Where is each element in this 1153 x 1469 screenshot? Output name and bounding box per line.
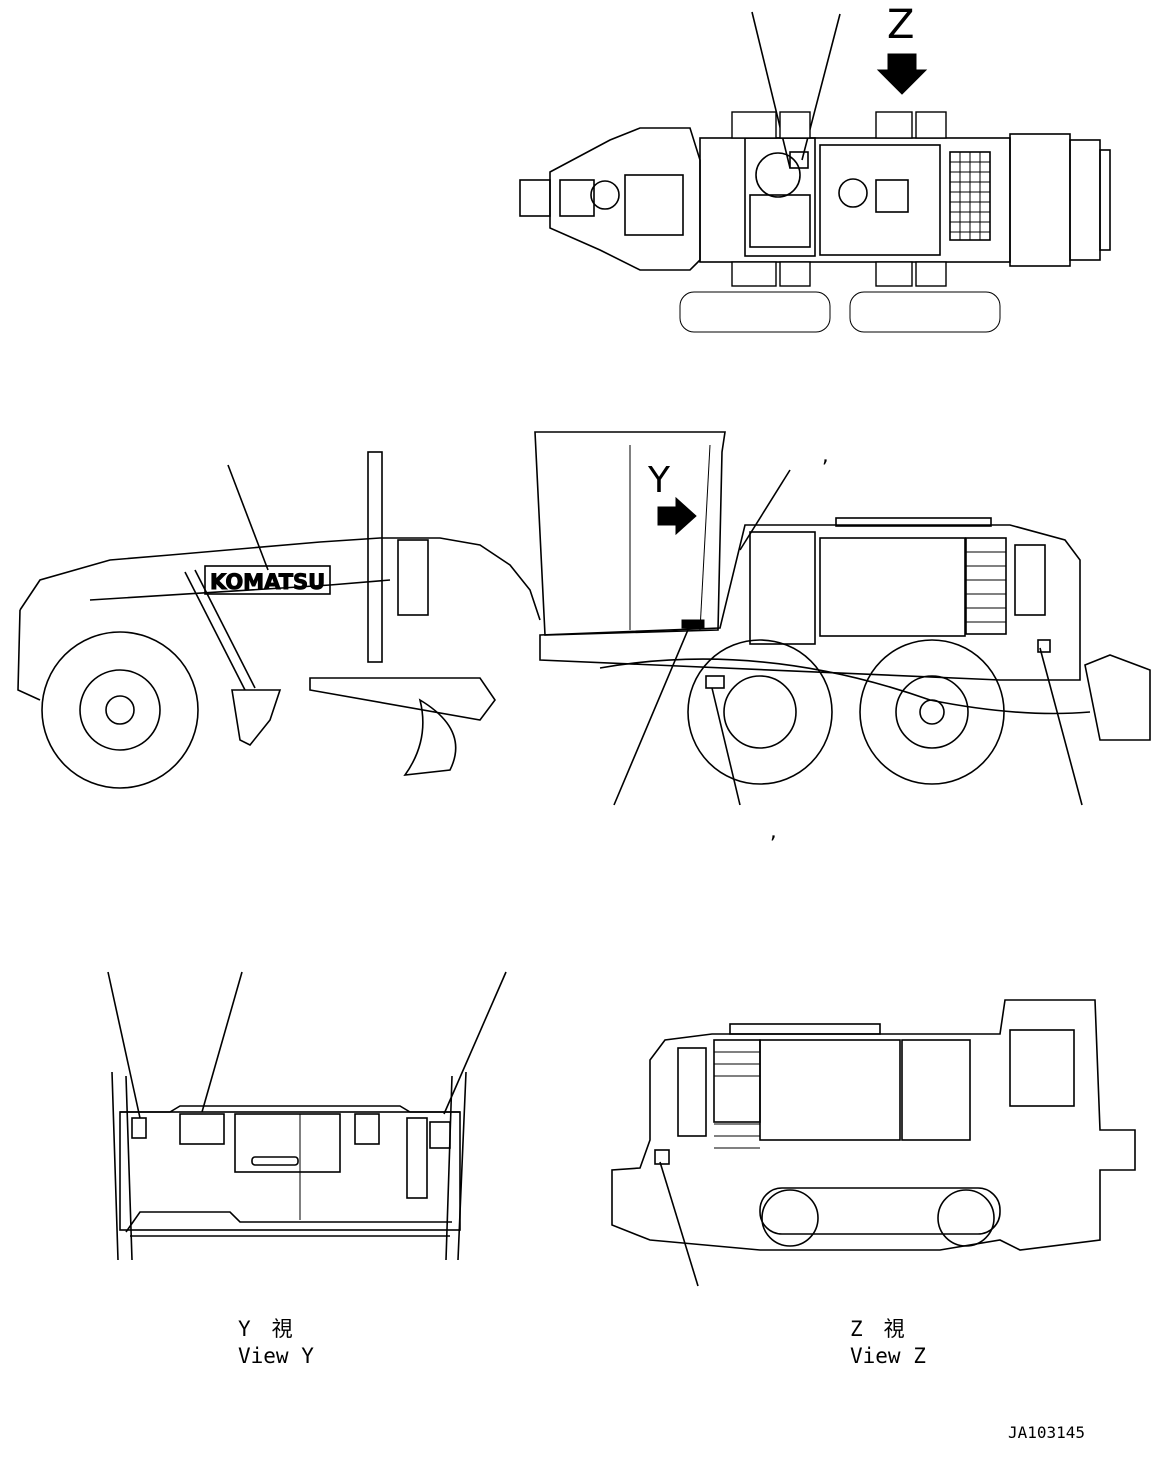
tandem-wheel xyxy=(687,639,833,785)
view-y-label-jp: Y 視 xyxy=(238,1317,293,1341)
leader-line xyxy=(711,687,741,806)
side-view: , , KOMATSU Y xyxy=(17,431,1151,843)
top-view: Z xyxy=(519,2,1111,333)
view-z-label-en: View Z xyxy=(850,1344,926,1368)
leader-line xyxy=(659,1161,699,1287)
cab xyxy=(534,431,726,636)
front-wheel xyxy=(41,631,199,789)
y-arrow-label: Y xyxy=(647,460,671,501)
leader-line xyxy=(227,464,269,571)
leader-line xyxy=(107,971,141,1119)
z-arrow-label: Z xyxy=(887,2,914,48)
brand-text: KOMATSU xyxy=(210,570,325,594)
drawing-number: JA103145 xyxy=(1008,1423,1085,1442)
callout-mark: , xyxy=(820,446,831,467)
callout-mark: , xyxy=(768,822,779,843)
leader-line xyxy=(613,624,691,806)
tandem-wheel xyxy=(859,639,1005,785)
leader-line xyxy=(739,469,791,551)
view-z: Z 視 View Z xyxy=(611,999,1136,1368)
leader-line xyxy=(443,971,507,1115)
tandem-housing xyxy=(759,1187,1001,1235)
view-z-label-jp: Z 視 xyxy=(850,1317,905,1341)
leader-line xyxy=(751,11,791,169)
leader-line xyxy=(201,971,243,1113)
leader-line xyxy=(1039,647,1083,806)
view-y-label-en: View Y xyxy=(238,1344,314,1368)
view-y: Y 視 View Y xyxy=(107,971,507,1368)
y-arrow-icon xyxy=(657,496,697,536)
z-arrow-icon xyxy=(876,53,928,95)
